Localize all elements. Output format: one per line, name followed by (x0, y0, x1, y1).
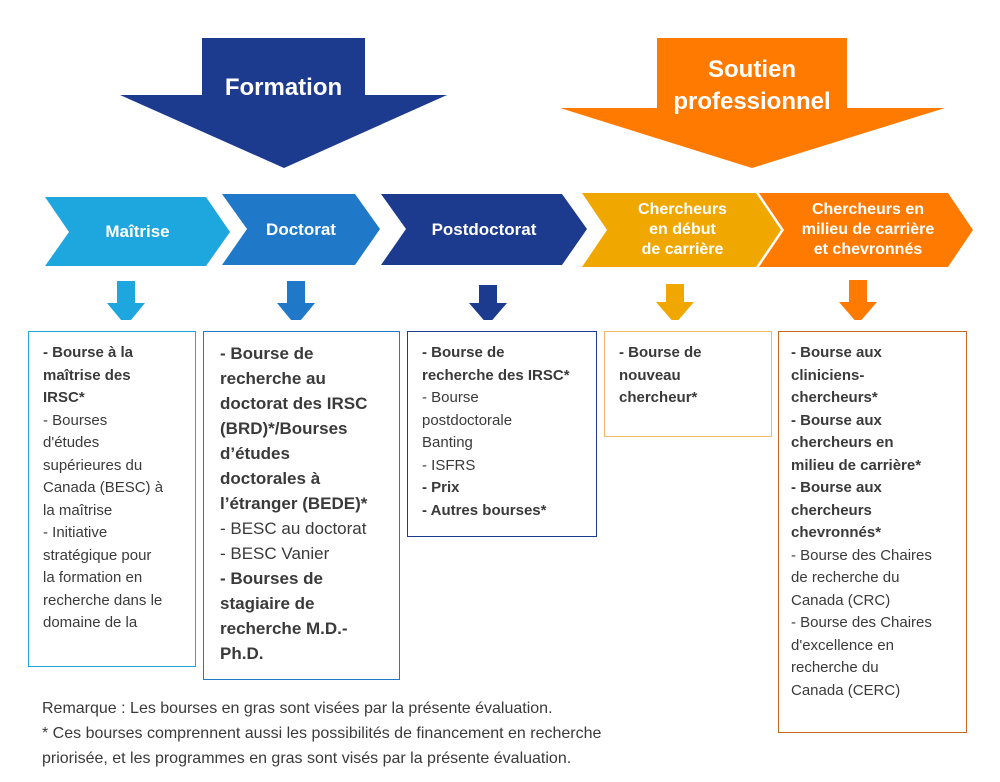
box-item: maîtrise des (43, 366, 131, 384)
box-item: Canada (CERC) (791, 681, 901, 699)
box-item: recherche dans le (43, 591, 163, 609)
box-item: Canada (CRC) (791, 591, 891, 609)
down-arrow-milieu (839, 280, 877, 320)
stage-label-postdoctorat: Postdoctorat (431, 219, 537, 239)
stage-label-milieu-line1: Chercheurs en (811, 201, 925, 218)
stage-label-milieu-line3: et chevronnés (813, 241, 923, 258)
box-item: d'excellence en (791, 636, 894, 654)
box-item: l’étranger (BEDE)* (220, 494, 368, 513)
box-item: de recherche du (791, 569, 900, 586)
box-item: Canada (BESC) à (43, 479, 164, 496)
soutien-title-line1: Soutien (708, 56, 796, 83)
box-item: - Bourse aux (791, 411, 882, 429)
box-item: - Bourse de (422, 344, 505, 361)
box-item: la formation en (43, 569, 143, 586)
stage-label-debut-line3: de carrière (641, 241, 724, 258)
note-asterisk-1: * Ces bourses comprennent aussi les poss… (42, 725, 602, 742)
box-item: - Bourses (43, 411, 108, 429)
box-item: - Bourse des Chaires (791, 614, 932, 631)
box-item: - Bourses de (220, 569, 323, 588)
down-arrow-postdoctorat (469, 285, 507, 320)
box-item: recherche du (791, 659, 879, 676)
box-item: recherche des IRSC* (422, 366, 570, 384)
stage-label-debut-line1: Chercheurs (638, 201, 727, 218)
box-item: chercheurs* (791, 389, 878, 406)
box-item: - Bourse de (619, 344, 702, 361)
stage-label-debut-line2: en début (649, 221, 716, 238)
stage-label-milieu-line2: milieu de carrière (801, 221, 935, 238)
down-arrow-doctorat (277, 281, 315, 320)
box-item: d'études (43, 434, 100, 451)
box-item: Ph.D. (220, 644, 264, 663)
box-item: - Bourse aux (791, 344, 882, 361)
soutien-title: Soutien professionnel (657, 54, 847, 119)
down-arrow-debut (656, 284, 694, 320)
stage-label-debut: Chercheurs en début de carrière (605, 193, 760, 267)
box-item: chercheurs (791, 501, 872, 519)
box-item: - ISFRS (422, 456, 476, 474)
formation-arrow (120, 38, 447, 168)
stage-label-milieu: Chercheurs en milieu de carrière et chev… (782, 193, 954, 267)
box-item: doctorat des IRSC (220, 394, 368, 413)
box-item: - Bourse à la (43, 344, 134, 361)
stage-chevrons (45, 193, 973, 320)
box-item: milieu de carrière* (791, 456, 922, 474)
box-item: stratégique pour (43, 546, 152, 564)
box-item: - Prix (422, 479, 460, 496)
formation-title: Formation (224, 74, 343, 101)
box-item: - BESC au doctorat (220, 519, 367, 538)
box-item: supérieures du (43, 456, 143, 474)
box-item: nouveau (619, 366, 681, 384)
box-item: la maîtrise (43, 501, 113, 519)
box-item: - Autres bourses* (422, 501, 547, 519)
box-milieu: - Bourse aux cliniciens-chercheurs* - Bour… (778, 331, 967, 733)
box-item: recherche au (220, 369, 326, 388)
chevron-postdoctorat (381, 194, 587, 265)
box-item: - Bourse (422, 389, 479, 406)
chevron-doctorat (222, 194, 380, 265)
chevron-debut (582, 193, 781, 267)
box-postdoctorat: - Bourse de recherche des IRSC* - Bourse po… (407, 331, 597, 537)
box-item: - Bourse de (220, 344, 314, 363)
box-item: - Bourse aux (791, 479, 882, 496)
box-item: stagiaire de (220, 594, 315, 613)
chevron-maitrise (45, 197, 230, 266)
soutien-title-line2: professionnel (673, 88, 831, 116)
chevron-milieu (759, 193, 973, 267)
box-debut: - Bourse de nouveau chercheur* (604, 331, 772, 437)
box-item: - Initiative (43, 524, 108, 541)
note-asterisk-2: priorisée, et les programmes en gras son… (42, 750, 572, 767)
down-arrow-maitrise (107, 281, 145, 320)
stage-label-maitrise: Maîtrise (105, 221, 170, 241)
header-arrows (120, 38, 945, 168)
box-item: - Bourse des Chaires (791, 546, 932, 564)
box-item: (BRD)*/Bourses (220, 419, 348, 438)
box-item: chercheur* (619, 389, 698, 406)
box-item: cliniciens- (791, 366, 865, 384)
box-item: d’études (220, 444, 290, 463)
box-item: IRSC* (43, 389, 85, 406)
box-item: postdoctorale (422, 411, 513, 429)
box-item: chercheurs en (791, 434, 894, 451)
stage-label-doctorat: Doctorat (266, 219, 336, 239)
box-item: - BESC Vanier (220, 544, 330, 563)
box-item: recherche M.D.- (220, 619, 348, 638)
box-doctorat: - Bourse de recherche au doctorat des IRSC… (203, 331, 400, 680)
box-item: domaine de la (43, 614, 138, 631)
note-remarque: Remarque : Les bourses en gras sont visé… (42, 700, 553, 717)
soutien-arrow (560, 38, 945, 168)
box-item: Banting (422, 434, 473, 451)
box-item: doctorales à (220, 469, 321, 488)
box-item: chevronnés* (791, 524, 882, 541)
